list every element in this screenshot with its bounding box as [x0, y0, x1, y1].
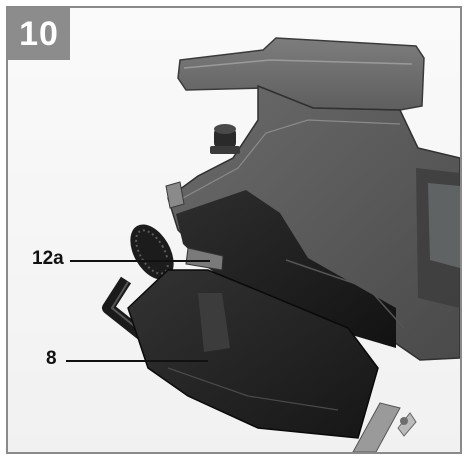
- callout-label-8: 8: [46, 348, 57, 369]
- front-panel: [176, 190, 405, 348]
- callout-label-12a: 12a: [32, 248, 64, 269]
- ribbed-wheel: [130, 224, 174, 280]
- product-photo: [102, 37, 460, 452]
- stand-legs: [352, 402, 417, 452]
- callout-leader-8: [66, 360, 208, 362]
- knob: [210, 124, 240, 154]
- top-handle: [177, 37, 425, 111]
- callout-leader-12a: [70, 260, 210, 262]
- collection-bin: [127, 269, 379, 439]
- side-clip: [165, 181, 185, 209]
- figure-frame: 10 12a 8: [6, 6, 462, 454]
- figure-number: 10: [8, 8, 70, 60]
- main-housing: [167, 84, 460, 361]
- release-tab: [185, 247, 224, 271]
